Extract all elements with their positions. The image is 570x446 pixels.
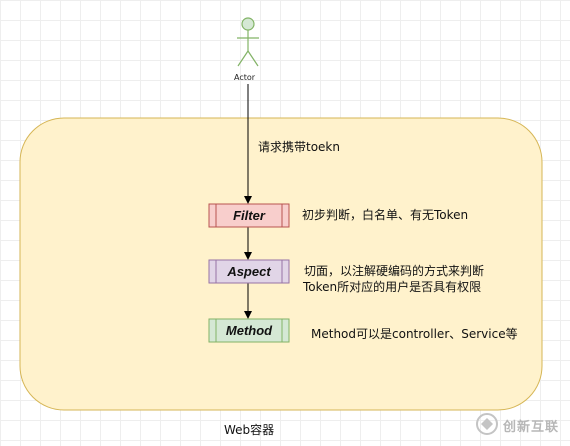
aspect-note-line-2: Token所对应的用户是否具有权限 (303, 280, 482, 294)
method-label: Method (225, 323, 273, 338)
watermark-text: 创新互联 (503, 420, 560, 435)
aspect-label: Aspect (227, 264, 271, 279)
arrows (244, 84, 252, 319)
request-label: 请求携带toekn (258, 140, 340, 154)
watermark-logo-icon (476, 413, 498, 435)
container-label: Web容器 (224, 423, 275, 437)
filter-label: Filter (233, 208, 265, 223)
method-note: Method可以是controller、Service等 (311, 327, 518, 341)
actor-icon (237, 17, 259, 67)
filter-box (208, 203, 290, 228)
aspect-note-line-1: 切面，以注解硬编码的方式来判断 (304, 264, 485, 278)
filter-note: 初步判断，白名单、有无Token (302, 208, 469, 222)
actor-label: Actor (234, 73, 256, 82)
method-box (208, 318, 290, 343)
aspect-box (208, 259, 290, 284)
